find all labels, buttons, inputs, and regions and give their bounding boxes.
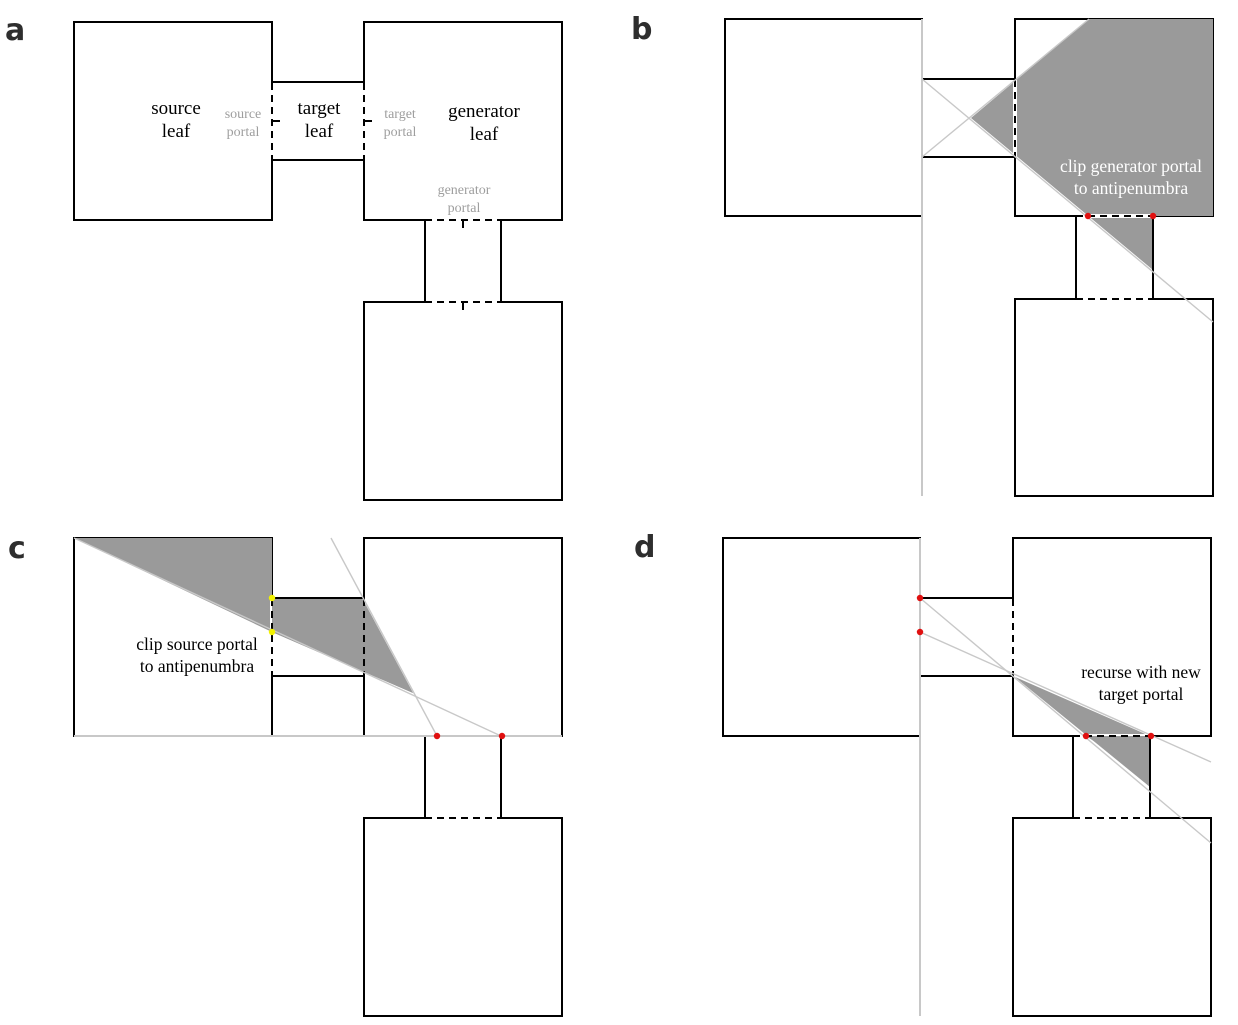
caption-d-line-2: target portal xyxy=(1099,684,1184,704)
panel-letter-b: b xyxy=(631,12,652,47)
source-leaf xyxy=(724,18,923,217)
panel-a: a source leaf source portal target leaf … xyxy=(5,13,563,501)
antipenumbra-region xyxy=(1015,677,1150,787)
source-leaf xyxy=(73,21,273,221)
clip-point xyxy=(1084,212,1092,220)
antipenumbra-region xyxy=(971,19,1213,270)
target-leaf-label-1: target xyxy=(298,98,342,119)
caption-b-line-2: to antipenumbra xyxy=(1074,178,1188,198)
generator-leaf-label-1: generator xyxy=(448,101,520,122)
generator-portal-label-2: portal xyxy=(448,201,481,216)
antipenumbra-ray xyxy=(73,537,502,737)
generator-leaf xyxy=(1012,537,1212,737)
lower-leaf xyxy=(363,817,563,1017)
panel-letter-a: a xyxy=(5,13,25,48)
clip-point xyxy=(498,732,506,740)
caption-d-line-1: recurse with new xyxy=(1081,662,1201,682)
caption-b-line-1: clip generator portal xyxy=(1060,156,1202,176)
target-portal-label-2: portal xyxy=(384,125,417,140)
panel-c: c clip source portal to antipenumbra xyxy=(8,531,563,1017)
antipenumbra-ray xyxy=(919,631,1212,763)
clipped-source-point xyxy=(916,594,924,602)
lower-leaf xyxy=(1014,298,1214,497)
source-portal-label-2: portal xyxy=(227,125,260,140)
source-leaf-label-1: source xyxy=(151,98,201,119)
generator-leaf xyxy=(363,21,563,221)
generator-leaf xyxy=(363,537,563,737)
caption-c-line-2: to antipenumbra xyxy=(140,656,254,676)
panel-letter-c: c xyxy=(8,531,26,566)
lower-leaf xyxy=(1012,817,1212,1017)
caption-c-line-1: clip source portal xyxy=(136,634,258,654)
clip-point xyxy=(1149,212,1157,220)
panel-d: d recurse with new target portal xyxy=(634,530,1212,1017)
antipenumbra-ray xyxy=(921,78,1214,323)
source-leaf-label-2: leaf xyxy=(162,121,191,142)
panel-b: b clip generator portal to antipenumbra xyxy=(631,12,1214,497)
antipenumbra-ray xyxy=(921,18,1090,158)
source-clip-point xyxy=(268,594,276,602)
target-leaf-label-2: leaf xyxy=(305,121,334,142)
clip-point xyxy=(433,732,441,740)
antipenumbra-ray xyxy=(330,537,438,737)
panel-letter-d: d xyxy=(634,530,655,565)
source-portal-label-1: source xyxy=(225,107,262,122)
antipenumbra-ray xyxy=(919,597,1212,844)
clip-point xyxy=(1147,732,1155,740)
lower-leaf xyxy=(363,301,563,501)
target-portal-label-1: target xyxy=(384,107,416,122)
clipped-source-point xyxy=(916,628,924,636)
source-clip-point xyxy=(268,628,276,636)
generator-leaf-label-2: leaf xyxy=(470,124,499,145)
generator-portal-label-1: generator xyxy=(438,183,491,198)
clip-point xyxy=(1082,732,1090,740)
source-leaf xyxy=(722,537,921,737)
